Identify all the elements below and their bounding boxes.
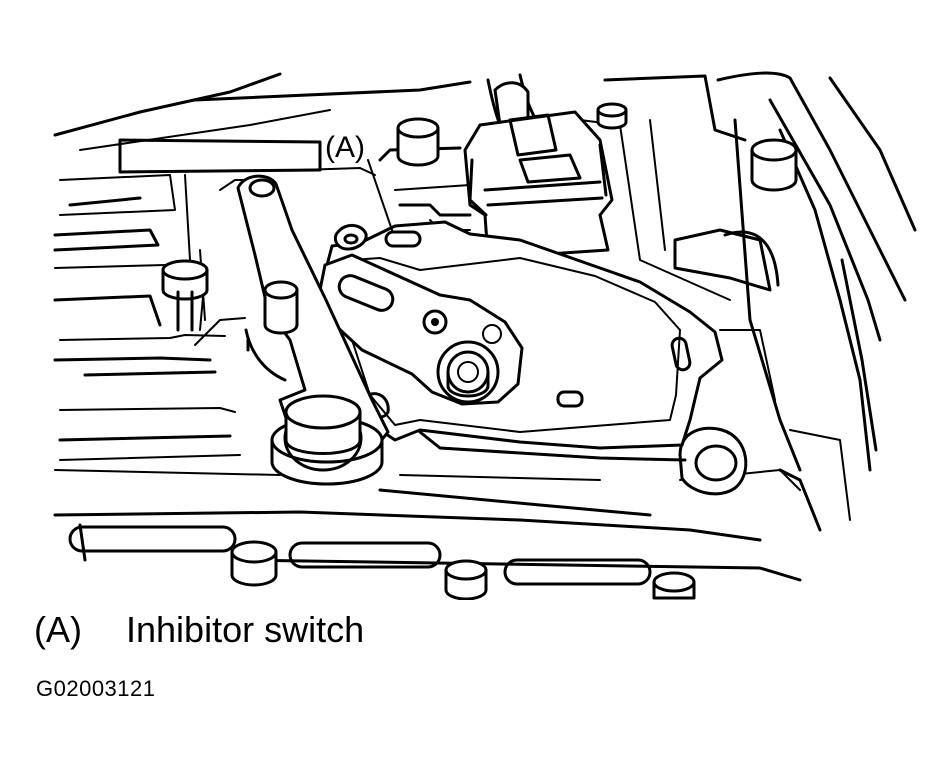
callout-a: (A) [325, 131, 393, 231]
transmission-diagram: (A) [53, 71, 917, 600]
transmission-housing [53, 71, 917, 582]
mounting-flange [678, 426, 748, 496]
lower-slots [68, 525, 652, 586]
shift-lever-arm [236, 174, 390, 454]
legend-key: (A) [34, 609, 82, 650]
switch-connector [463, 73, 614, 260]
legend-label: Inhibitor switch [126, 609, 365, 650]
lower-bolt-heads [230, 540, 696, 600]
housing-bolts [161, 102, 798, 332]
legend-row: (A) Inhibitor switch [34, 608, 364, 652]
lever-boss [270, 394, 384, 486]
manual-lever-plate [318, 253, 524, 406]
figure-code: G02003121 [36, 676, 156, 701]
callout-label: (A) [325, 131, 365, 164]
